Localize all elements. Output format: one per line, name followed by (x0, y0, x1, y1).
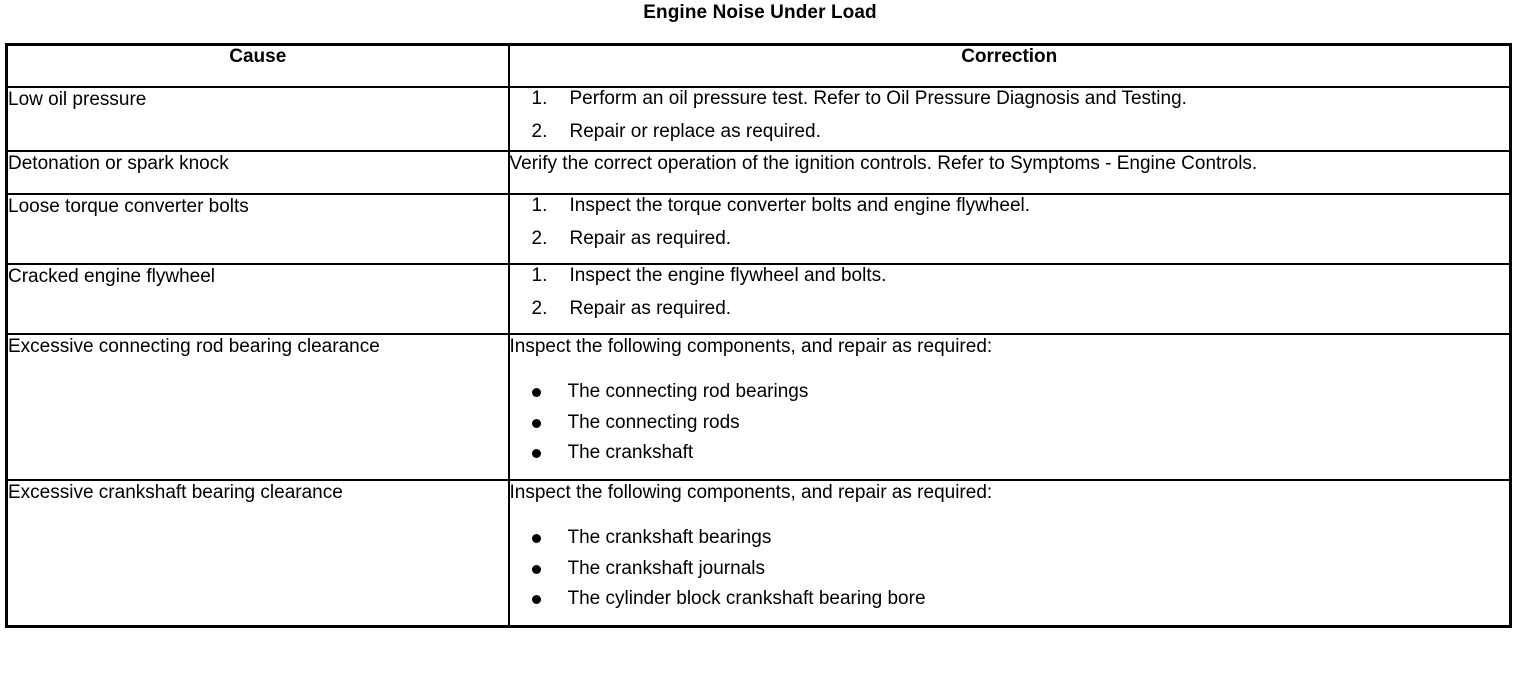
list-item: The connecting rod bearings (510, 381, 1510, 404)
engine-noise-diagnostic-table: Cause Correction Low oil pressure 1. Per… (5, 43, 1512, 628)
correction-intro: Inspect the following components, and re… (509, 482, 993, 503)
list-item: 2. Repair as required. (510, 298, 1510, 321)
cell-correction: Verify the correct operation of the igni… (507, 150, 1512, 195)
list-item: The crankshaft bearings (510, 527, 1510, 550)
list-item-text: The crankshaft bearings (567, 526, 772, 548)
list-item-text: Repair as required. (569, 297, 732, 319)
table-header-row: Cause Correction (5, 43, 1512, 88)
cell-cause: Excessive crankshaft bearing clearance (5, 479, 510, 628)
cell-cause: Low oil pressure (5, 86, 510, 152)
list-item: 1. Inspect the torque converter bolts an… (510, 195, 1510, 218)
list-item: The crankshaft (510, 442, 1510, 465)
list-item-number: 1. (531, 195, 548, 216)
list-item-number: 2. (531, 227, 548, 249)
list-item-text: The connecting rods (567, 411, 740, 433)
bullet-icon (531, 449, 541, 459)
bullet-icon (531, 418, 541, 428)
table-row: Loose torque converter bolts 1. Inspect … (5, 193, 1512, 265)
list-item-text: Perform an oil pressure test. Refer to O… (569, 88, 1187, 109)
column-header-correction: Correction (507, 43, 1512, 88)
cell-correction: 1. Inspect the torque converter bolts an… (507, 193, 1512, 265)
fault-table-wrapper: Cause Correction Low oil pressure 1. Per… (5, 43, 1512, 628)
list-item: The crankshaft journals (510, 558, 1510, 581)
bullet-icon (531, 533, 541, 543)
table-row: Cracked engine flywheel 1. Inspect the e… (5, 263, 1512, 335)
numbered-list: 1. Inspect the engine flywheel and bolts… (510, 265, 1510, 321)
list-item-number: 2. (531, 120, 548, 142)
list-item-text: The crankshaft journals (567, 557, 766, 579)
list-item: 2. Repair as required. (510, 228, 1510, 251)
bullet-icon (531, 595, 541, 605)
list-item-number: 1. (531, 265, 548, 286)
cell-correction: 1. Perform an oil pressure test. Refer t… (507, 86, 1512, 152)
list-item-text: The crankshaft (567, 442, 694, 464)
correction-text: Verify the correct operation of the igni… (509, 153, 1258, 174)
list-item: 1. Perform an oil pressure test. Refer t… (510, 88, 1510, 111)
list-item-text: Repair or replace as required. (569, 120, 821, 142)
list-item: 2. Repair or replace as required. (510, 121, 1510, 144)
cell-cause: Loose torque converter bolts (5, 193, 510, 265)
numbered-list: 1. Perform an oil pressure test. Refer t… (510, 88, 1510, 144)
list-item: 1. Inspect the engine flywheel and bolts… (510, 265, 1510, 288)
table-row: Low oil pressure 1. Perform an oil press… (5, 86, 1512, 152)
bullet-icon (531, 564, 541, 574)
bulleted-list: The crankshaft bearings The crankshaft j… (510, 527, 1510, 611)
cell-correction: 1. Inspect the engine flywheel and bolts… (507, 263, 1512, 335)
bullet-icon (531, 387, 541, 397)
list-item-text: Inspect the engine flywheel and bolts. (569, 265, 887, 286)
table-row: Detonation or spark knock Verify the cor… (5, 150, 1512, 195)
list-item: The connecting rods (510, 412, 1510, 435)
table-row: Excessive crankshaft bearing clearance I… (5, 479, 1512, 628)
cell-correction: Inspect the following components, and re… (507, 479, 1512, 628)
cell-cause: Excessive connecting rod bearing clearan… (5, 333, 510, 481)
table-header: Cause Correction (5, 43, 1512, 88)
list-item-text: The cylinder block crankshaft bearing bo… (567, 588, 926, 610)
page-title: Engine Noise Under Load (643, 2, 877, 23)
list-item-number: 2. (531, 297, 548, 319)
correction-intro: Inspect the following components, and re… (509, 336, 993, 357)
cell-cause: Detonation or spark knock (5, 150, 510, 195)
list-item-text: Inspect the torque converter bolts and e… (569, 195, 1031, 216)
table-row: Excessive connecting rod bearing clearan… (5, 333, 1512, 481)
list-item: The cylinder block crankshaft bearing bo… (510, 588, 1510, 611)
list-item-text: The connecting rod bearings (567, 380, 809, 402)
column-header-cause: Cause (5, 43, 510, 88)
bulleted-list: The connecting rod bearings The connecti… (510, 381, 1510, 465)
list-item-text: Repair as required. (569, 227, 732, 249)
cell-correction: Inspect the following components, and re… (507, 333, 1512, 481)
table-body: Low oil pressure 1. Perform an oil press… (5, 86, 1512, 628)
numbered-list: 1. Inspect the torque converter bolts an… (510, 195, 1510, 251)
list-item-number: 1. (531, 88, 548, 109)
cell-cause: Cracked engine flywheel (5, 263, 510, 335)
